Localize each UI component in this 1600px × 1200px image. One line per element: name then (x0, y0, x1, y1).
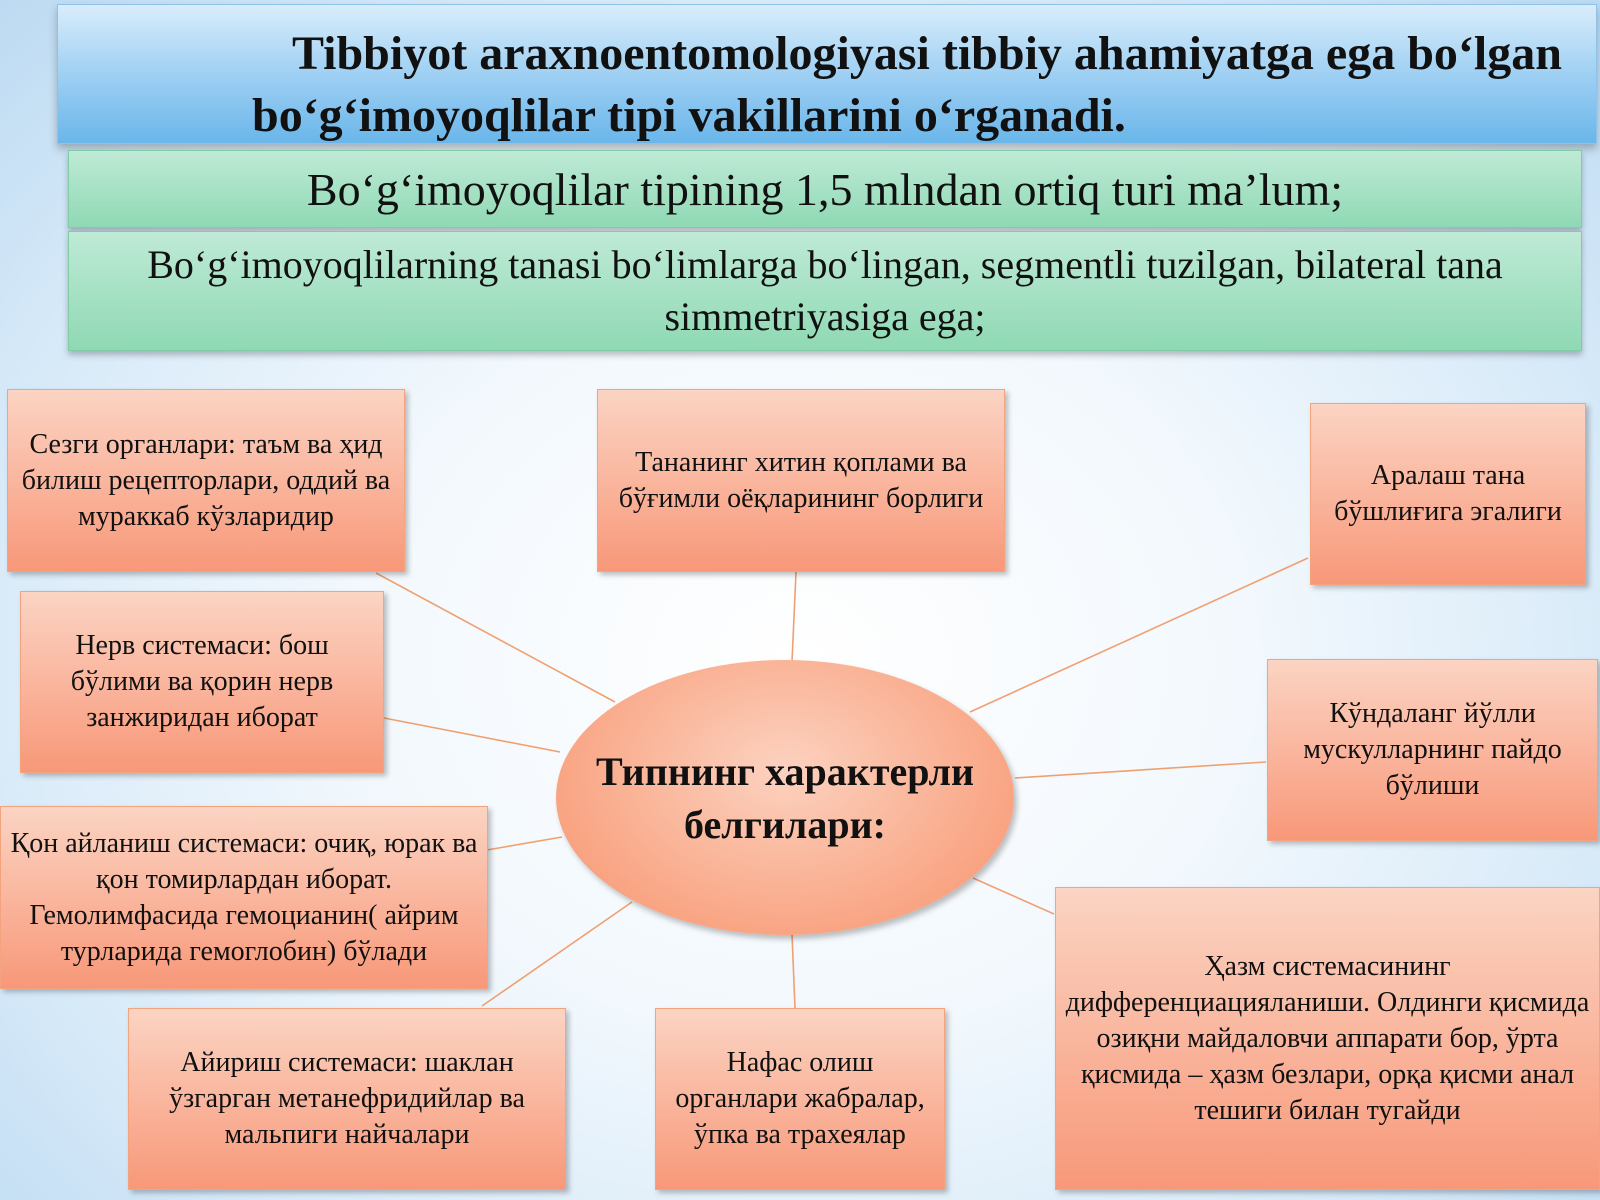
connector-mixed-cavity (969, 557, 1309, 713)
fact-species-count: Bo‘g‘imoyoqlilar tipining 1,5 mlndan ort… (68, 150, 1582, 228)
node-striated-muscles: Кўндаланг йўлли мускулларнинг пайдо бўли… (1267, 659, 1598, 841)
node-digestive-system: Ҳазм системасининг дифференциацияланиши.… (1055, 887, 1600, 1190)
node-respiratory-organs: Нафас олиш органлари жабралар, ўпка ва т… (655, 1008, 945, 1190)
title-banner: Tibbiyot araxnoentomologiyasi tibbiy aha… (57, 4, 1597, 144)
node-nervous-system: Нерв системаси: бош бўлими ва қорин нерв… (20, 591, 384, 773)
connector-nervous-system (383, 717, 561, 753)
page-title: Tibbiyot araxnoentomologiyasi tibbiy aha… (252, 27, 1562, 142)
central-node: Типнинг характерли белгилари: (556, 660, 1014, 935)
connector-circulatory-system (486, 836, 563, 851)
fact-body-structure: Bo‘g‘imoyoqlilarning tanasi bo‘limlarga … (68, 231, 1582, 351)
connector-striated-muscles (1014, 761, 1267, 779)
connector-digestive-system (972, 877, 1055, 915)
connector-excretory-system (481, 901, 633, 1007)
connector-chitin-cover (791, 571, 797, 663)
node-circulatory-system: Қон айланиш системаси: очиқ, юрак ва қон… (0, 806, 488, 989)
connector-sense-organs (375, 572, 616, 703)
connector-respiratory-organs (791, 933, 796, 1009)
node-mixed-cavity: Аралаш тана бўшлиғига эгалиги (1310, 403, 1586, 585)
node-chitin-cover: Тананинг хитин қоплами ва бўғимли оёқлар… (597, 389, 1005, 572)
node-excretory-system: Айириш системаси: шаклан ўзгарган метане… (128, 1008, 566, 1190)
node-sense-organs: Сезги органлари: таъм ва ҳид билиш рецеп… (7, 389, 405, 572)
